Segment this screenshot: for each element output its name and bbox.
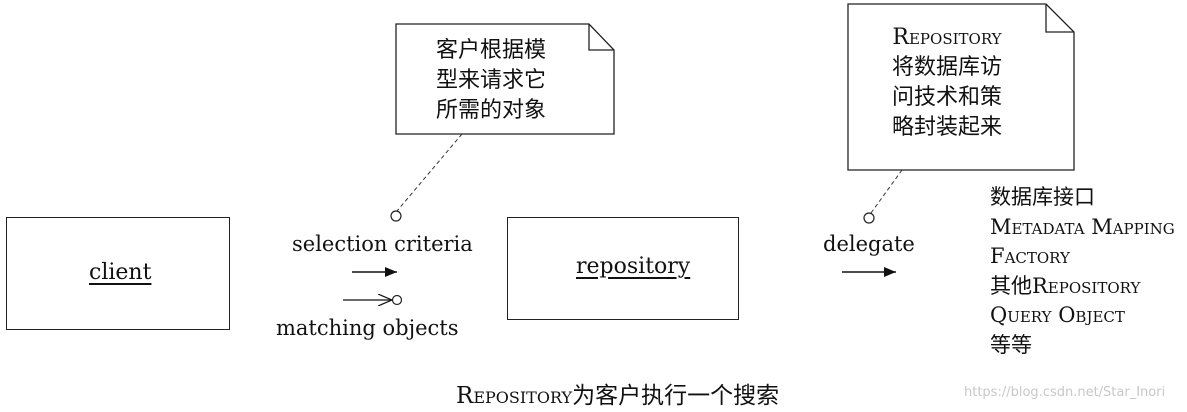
- right-note-line: 略封装起来: [891, 115, 1002, 140]
- left-note-anchor-circle: [390, 210, 402, 222]
- right-note-line: 将数据库访: [891, 55, 1002, 80]
- watermark: https://blog.csdn.net/Star_Inori: [964, 385, 1166, 400]
- caption-repository: Repository: [456, 383, 573, 409]
- implementation-item: Factory: [990, 244, 1070, 268]
- caption-text: 为客户执行一个搜索: [572, 383, 780, 409]
- implementation-item-name: Repository: [1032, 273, 1141, 298]
- implementation-item: Metadata Mapping: [990, 214, 1175, 239]
- right-note-line: 问技术和策: [891, 85, 1002, 110]
- selection-criteria-label: selection criteria: [292, 232, 473, 256]
- left-note-anchor-line: [396, 133, 463, 212]
- implementation-item-prefix: 其他: [990, 273, 1032, 298]
- repository-label: repository: [576, 254, 691, 279]
- client-label: client: [89, 260, 152, 285]
- right-note-shape: [847, 3, 1075, 171]
- implementation-item: 等等: [990, 332, 1032, 357]
- right-note-anchor-circle: [863, 212, 875, 224]
- matching-objects-label: matching objects: [276, 316, 459, 340]
- delegate-label: delegate: [823, 232, 915, 256]
- client-object: [6, 217, 230, 330]
- left-note-line: 型来请求它: [435, 68, 546, 93]
- left-note-shape: [395, 23, 615, 135]
- left-note-line: 所需的对象: [435, 98, 546, 123]
- right-note-anchor-line: [870, 169, 903, 214]
- implementation-item: 数据库接口: [990, 185, 1095, 209]
- left-note-text: 客户根据模 型来请求它 所需的对象: [396, 36, 586, 126]
- implementation-item: 其他Repository: [990, 272, 1175, 302]
- implementation-list: 数据库接口 Metadata Mapping Factory 其他Reposit…: [990, 183, 1175, 360]
- repository-object: [507, 217, 739, 320]
- right-note-text: Repository 将数据库访 问技术和策 略封装起来: [852, 23, 1042, 143]
- implementation-item: Query Object: [990, 303, 1125, 327]
- matching-objects-origin-circle: [391, 294, 403, 306]
- left-note-line: 客户根据模: [435, 38, 546, 63]
- right-note-line: Repository: [892, 25, 1002, 50]
- figure-caption: Repository为客户执行一个搜索: [456, 376, 779, 410]
